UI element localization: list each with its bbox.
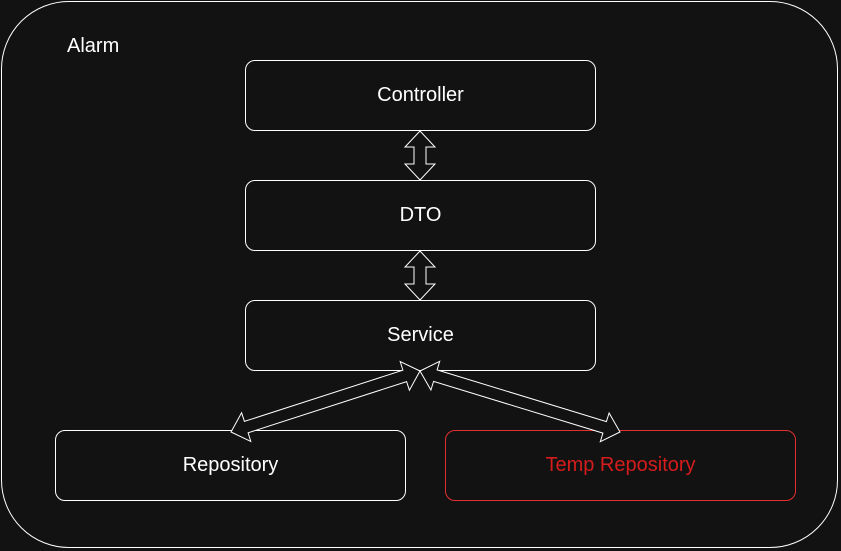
service-node[interactable]: Service: [245, 300, 596, 371]
temp-repository-node-label: Temp Repository: [545, 454, 696, 476]
service-node-label: Service: [387, 324, 454, 346]
controller-node-label: Controller: [377, 84, 464, 106]
dto-node-label: DTO: [399, 204, 442, 226]
repository-node[interactable]: Repository: [55, 430, 406, 501]
temp-repository-node[interactable]: Temp Repository: [445, 430, 796, 501]
group-label: Alarm: [67, 35, 120, 57]
dto-node[interactable]: DTO: [245, 180, 596, 251]
repository-node-label: Repository: [182, 454, 279, 476]
controller-node[interactable]: Controller: [245, 60, 596, 131]
